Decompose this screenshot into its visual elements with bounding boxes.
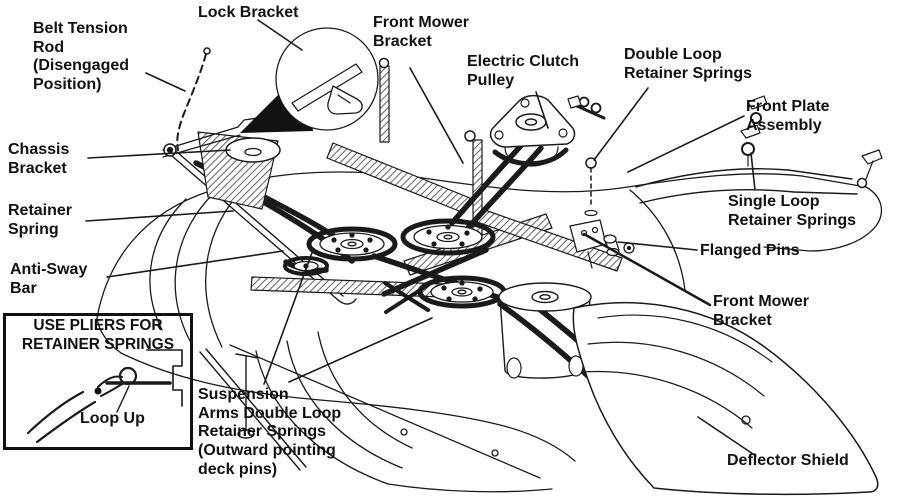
label-double-loop-retainer-springs: Double Loop Retainer Springs [624, 46, 753, 82]
suspension-arms-art [250, 57, 623, 314]
label-front-mower-bracket-top: Front Mower Bracket [373, 14, 469, 50]
pliers-art [26, 349, 183, 444]
label-flanged-pins: Flanged Pins [700, 242, 800, 259]
label-suspension-arms: Suspension Arms Double Loop Retainer Spr… [198, 386, 342, 478]
label-loop-up: Loop Up [80, 410, 145, 427]
label-single-loop-retainer-springs: Single Loop Retainer Springs [728, 193, 857, 229]
retainer-springs-hardware [567, 95, 768, 217]
pliers-inset-box [3, 313, 193, 450]
leader-lines [85, 19, 757, 457]
label-front-mower-bracket-right: Front Mower Bracket [713, 293, 809, 329]
label-anti-sway-bar: Anti-Sway Bar [10, 261, 88, 297]
belt-tension-rod-art [176, 47, 211, 151]
deck-outline [96, 171, 883, 493]
label-chassis-bracket: Chassis Bracket [8, 141, 70, 177]
label-lock-bracket: Lock Bracket [198, 4, 299, 21]
label-belt-tension-rod: Belt Tension Rod (Disengaged Position) [33, 20, 130, 94]
label-retainer-spring: Retainer Spring [8, 202, 73, 238]
pliers-inset-title: USE PLIERS FOR RETAINER SPRINGS [21, 317, 175, 353]
lock-bracket-inset-circle [275, 27, 379, 131]
deflector-shield-art [572, 301, 879, 496]
label-electric-clutch-pulley: Electric Clutch Pulley [467, 53, 580, 89]
label-front-plate-assembly: Front Plate Assembly [746, 98, 830, 134]
front-plate-assembly-art [635, 149, 883, 204]
label-deflector-shield: Deflector Shield [727, 452, 849, 469]
